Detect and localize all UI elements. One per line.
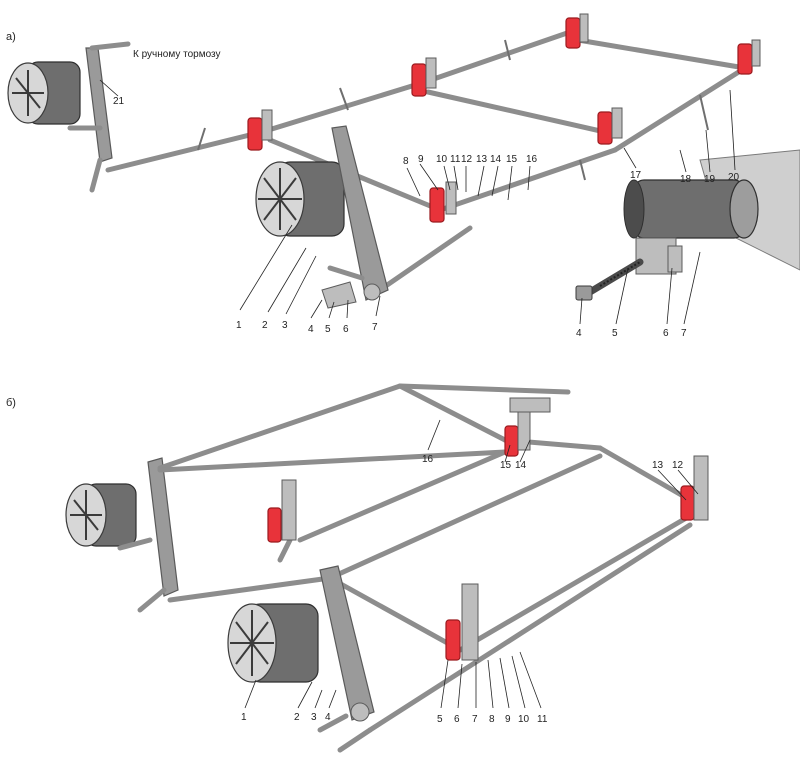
callout-b-9: 9	[505, 714, 511, 725]
callout-a-19: 19	[704, 174, 716, 185]
brake-cylinder-main	[255, 161, 345, 237]
brake-shoe	[445, 619, 461, 661]
brake-shoe	[267, 507, 282, 543]
brake-shoe	[597, 111, 613, 145]
callout-a-1: 1	[236, 320, 242, 331]
brake-shoe	[247, 117, 263, 151]
shoe-brackets-a	[261, 13, 761, 215]
callout-a-4: 4	[308, 324, 314, 335]
brake-shoe	[737, 43, 753, 75]
brake-cylinder-upper	[7, 61, 81, 125]
panel-a: а)	[6, 13, 800, 339]
callout-a-2: 2	[262, 320, 268, 331]
callout-a-20: 20	[728, 172, 740, 183]
callout-b-10: 10	[518, 714, 530, 725]
callout-b-15: 15	[500, 460, 512, 471]
callout-b-11: 11	[537, 714, 548, 725]
callout-a-5: 5	[325, 324, 331, 335]
callout-b-1: 1	[241, 712, 247, 723]
main-lever-b	[317, 565, 375, 753]
brake-shoe	[504, 425, 519, 457]
callout-a-16: 16	[526, 154, 538, 165]
callout-b-6: 6	[454, 714, 460, 725]
brake-cylinder-upper-b	[65, 483, 153, 551]
brake-shoes-b	[267, 425, 695, 661]
hand-brake-lever	[67, 41, 131, 193]
panel-b: б)	[6, 383, 709, 753]
lever-b-left	[137, 457, 179, 613]
callout-b-2: 2	[294, 712, 300, 723]
brake-shoe	[565, 17, 581, 49]
callout-b-13: 13	[652, 460, 664, 471]
inset-callout-5: 5	[612, 328, 618, 339]
callout-b-5: 5	[437, 714, 443, 725]
brake-cylinder-main-b	[227, 603, 319, 683]
inset-callout-4: 4	[576, 328, 582, 339]
brake-shoe	[411, 63, 427, 97]
rigging-rods-b	[157, 383, 703, 733]
callout-a-7: 7	[372, 322, 378, 333]
panel-a-tag: а)	[6, 31, 16, 43]
callout-a-10: 10	[436, 154, 448, 165]
callout-b-14: 14	[515, 460, 527, 471]
callout-a-15: 15	[506, 154, 518, 165]
callout-a-17: 17	[630, 170, 642, 181]
inset-callout-6: 6	[663, 328, 669, 339]
callout-b-4: 4	[325, 712, 331, 723]
callout-a-13: 13	[476, 154, 488, 165]
callout-b-16: 16	[422, 454, 434, 465]
brake-shoe	[680, 485, 695, 521]
callout-b-8: 8	[489, 714, 495, 725]
leader-lines-b	[244, 419, 699, 709]
main-lever-a	[321, 125, 389, 309]
slack-adjuster-inset	[575, 149, 800, 301]
callout-a-11: 11	[450, 154, 461, 165]
brake-shoe	[429, 187, 445, 223]
inset-callout-7: 7	[681, 328, 687, 339]
leader-lines-a	[99, 79, 736, 325]
callout-a-3: 3	[282, 320, 288, 331]
handbrake-note: К ручному тормозу	[133, 49, 221, 60]
callout-b-7: 7	[472, 714, 478, 725]
rigging-rods-a	[105, 29, 748, 293]
shoe-brackets-b	[281, 397, 709, 661]
callout-a-8: 8	[403, 156, 409, 167]
callout-b-12: 12	[672, 460, 684, 471]
callout-a-9: 9	[418, 154, 424, 165]
callout-a-12: 12	[461, 154, 473, 165]
callout-a-18: 18	[680, 174, 692, 185]
brake-shoes-a	[247, 17, 753, 223]
panel-b-tag: б)	[6, 397, 16, 409]
callout-a-14: 14	[490, 154, 502, 165]
callout-a-21: 21	[113, 96, 125, 107]
callout-a-6: 6	[343, 324, 349, 335]
callout-b-3: 3	[311, 712, 317, 723]
